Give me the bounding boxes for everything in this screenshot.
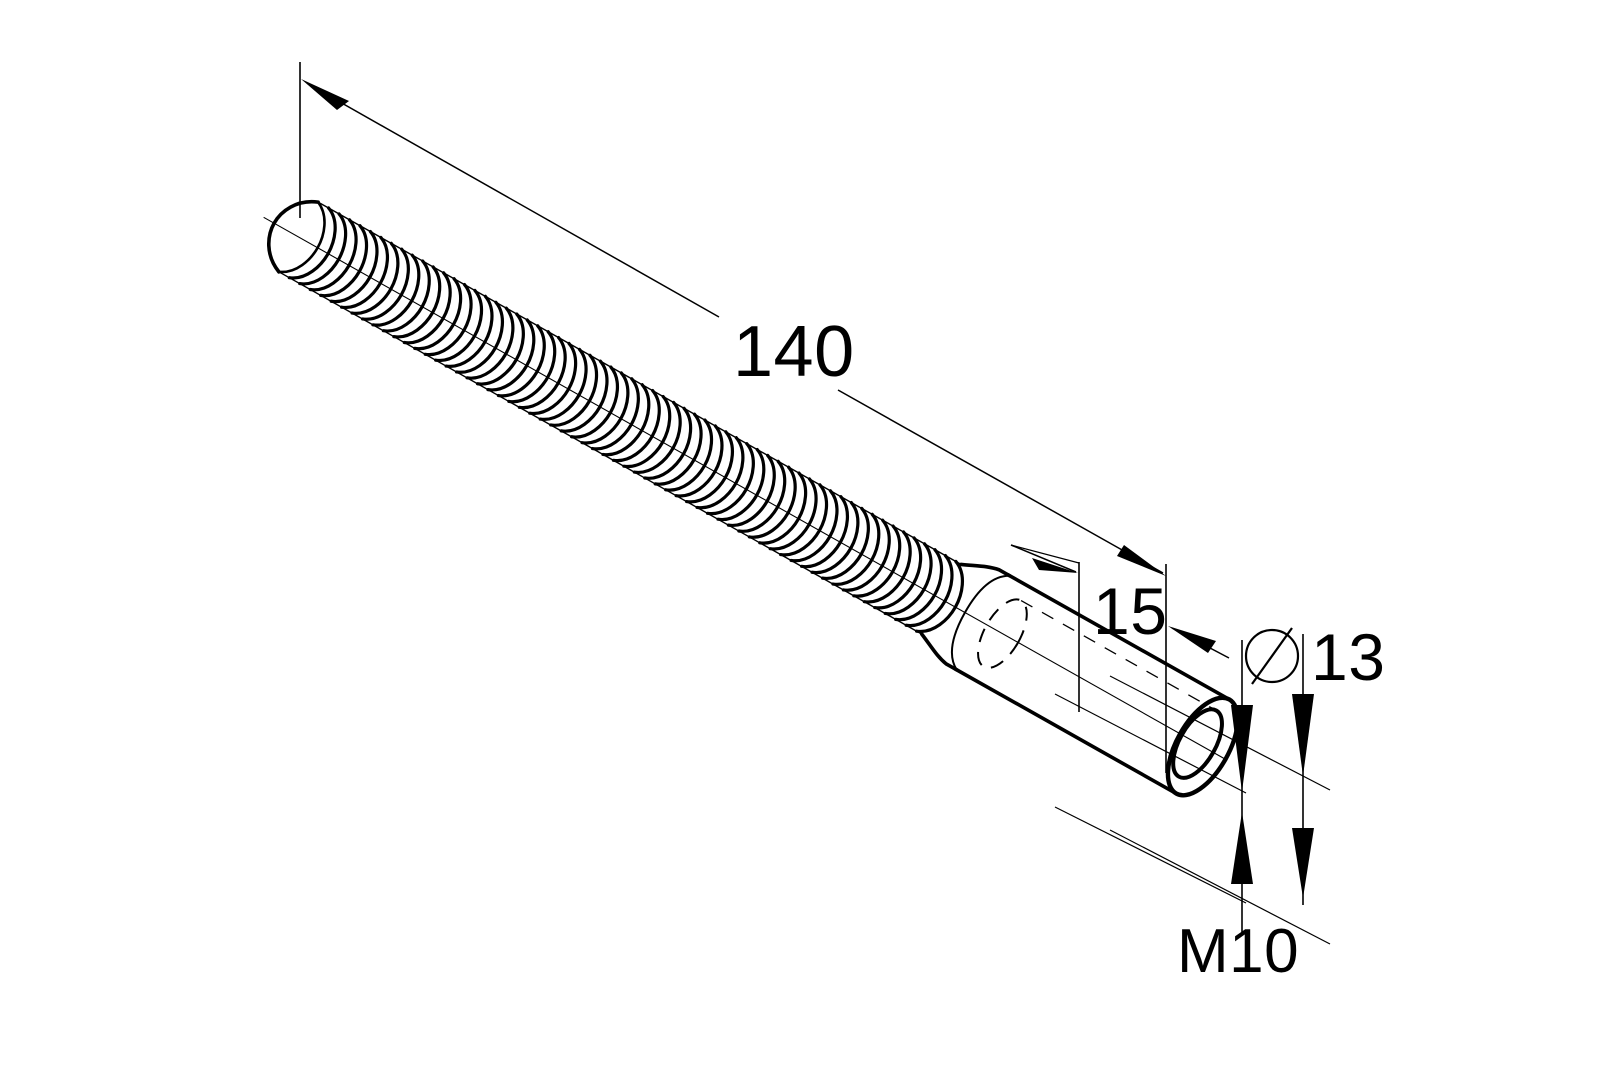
arrowhead-15-right bbox=[1168, 626, 1216, 653]
part-assembly bbox=[263, 199, 1240, 798]
diameter-symbol-icon bbox=[1244, 627, 1300, 685]
dim-15-tail bbox=[1010, 544, 1080, 564]
proj-line-m10-bottom bbox=[1054, 806, 1247, 904]
thread-crests bbox=[287, 206, 977, 644]
proj-line-13-top bbox=[1109, 675, 1331, 791]
proj-line-13-bottom bbox=[1109, 829, 1331, 945]
dimension-label-m10: M10 bbox=[1177, 917, 1300, 986]
arrowhead-m10-top bbox=[1231, 705, 1253, 792]
arrowhead-140-left bbox=[301, 79, 349, 110]
dim-line-15-left bbox=[1010, 544, 1077, 573]
proj-line-m10-top bbox=[1054, 693, 1247, 794]
dimension-diameter-13 bbox=[1109, 627, 1331, 945]
arrowhead-m10-bottom bbox=[1231, 812, 1253, 884]
hidden-bore-bottom bbox=[977, 598, 1028, 669]
arrowhead-13-top bbox=[1292, 694, 1314, 776]
dim-line-140-a bbox=[309, 84, 720, 318]
arrowhead-13-bottom bbox=[1292, 828, 1314, 898]
sleeve-barrel bbox=[920, 562, 1240, 798]
dimension-m10 bbox=[1054, 640, 1253, 933]
dim-line-140-b bbox=[837, 389, 1164, 574]
dimension-label-13: 13 bbox=[1311, 620, 1386, 694]
sleeve-end-face-outer bbox=[1165, 695, 1240, 798]
arrowhead-140-right bbox=[1117, 545, 1166, 576]
arrowhead-15-left bbox=[1032, 558, 1078, 573]
dimension-140 bbox=[299, 62, 1166, 576]
dimension-label-140: 140 bbox=[733, 312, 855, 392]
threaded-shank bbox=[267, 199, 977, 644]
dimension-15 bbox=[1010, 544, 1230, 773]
dimension-label-15: 15 bbox=[1093, 574, 1168, 648]
